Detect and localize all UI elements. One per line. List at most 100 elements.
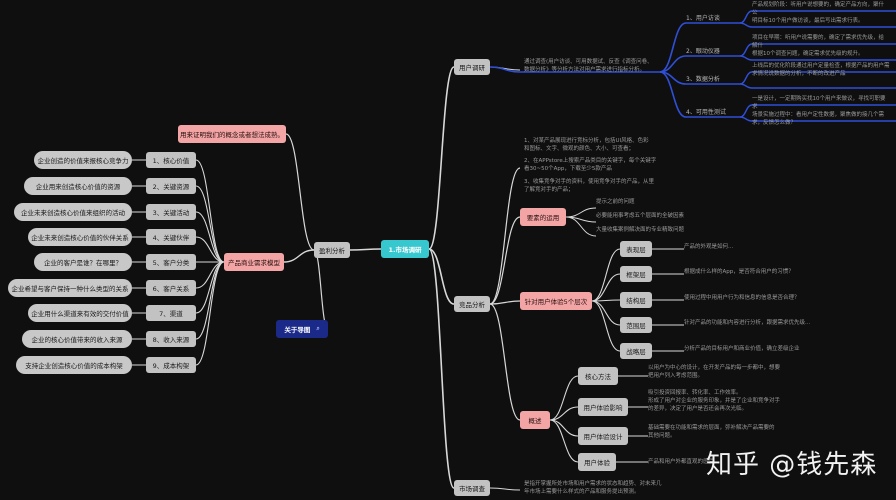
- model-item-2[interactable]: 2、关键资源: [146, 178, 196, 194]
- user-research-item-4-text: 一是设计，一定期购买找10个用户来做议，寻找可职要: [752, 96, 886, 102]
- model-to-item: [195, 261, 225, 340]
- five-levels-node[interactable]: 针对用户体验5个层次: [520, 292, 592, 310]
- user-research-item-1[interactable]: 1、用户访谈: [686, 15, 720, 22]
- model-item-3[interactable]: 3、关键活动: [146, 204, 196, 220]
- model-note-node[interactable]: 用来证明我们的概念或者想法成熟。: [178, 125, 286, 143]
- ux-level-desc-1: 产品的外观是如何...: [684, 244, 734, 250]
- model-item-9[interactable]: 9、成本构架: [146, 357, 196, 373]
- model-item-8[interactable]: 8、收入来源: [146, 331, 196, 347]
- ux-level-2[interactable]: 框架层: [620, 266, 652, 282]
- ur-sub-b: [739, 83, 753, 89]
- market-desc-1: 是指开掌握所处市场和用户需求的状态和趋势、对未来几: [524, 481, 662, 487]
- competitor-note-line: 3、收集竞争对手的资料，使用竞争对手的产品，从里: [524, 179, 655, 185]
- model-item-desc-1[interactable]: 企业创造的价值来报核心竞争力: [34, 151, 132, 169]
- overview-item-2-text: 的差异，决定了用户是否还会再次光临。: [648, 406, 748, 412]
- ux-level-5[interactable]: 战略层: [620, 343, 652, 359]
- model-item-desc-7[interactable]: 企业用什么渠道来有效的交付价值: [28, 304, 132, 322]
- ur-sub-a: [739, 10, 753, 24]
- model-item-desc-8[interactable]: 企业的核心价值带来的收入来源: [22, 330, 132, 348]
- about-map-label: 关于导图: [284, 326, 311, 334]
- five-to-level: [591, 248, 621, 302]
- user-research-item-1-text: 明目标10个用户做访谈，最后写出需求行表。: [752, 18, 864, 24]
- overview-node[interactable]: 概述: [520, 411, 550, 429]
- model-item-desc-6[interactable]: 企业希望与客户保持一种什么类型的关系: [8, 279, 132, 297]
- user-research-item-3[interactable]: 3、数据分析: [686, 76, 720, 83]
- user-research-item-4-text: 求: [752, 104, 758, 110]
- model-item-1[interactable]: 1、核心价值: [146, 152, 196, 168]
- zhihu-watermark: 知乎 @钱先森: [706, 450, 878, 480]
- model-to-item: [195, 211, 225, 263]
- model-item-7[interactable]: 7、渠道: [146, 305, 196, 321]
- comp-to-five: [489, 300, 521, 305]
- ux-level-1[interactable]: 表现层: [620, 241, 652, 257]
- purpose-node[interactable]: 要素的运用: [520, 208, 566, 226]
- root-to-market: [428, 248, 455, 489]
- user-research-desc-2: 数据分析》等分析方法对用户需求进行指标分析。: [524, 67, 646, 73]
- purpose-item: 大量收集案例解决面的专业精致问题: [596, 227, 685, 233]
- user-research-item-4-text: 场景实施过程中：看用户定性数据，聚焦做的接几个需: [752, 112, 885, 118]
- market-desc-2: 年市场上需要什么样式的产品和服务提出预测。: [524, 489, 640, 495]
- model-item-desc-2[interactable]: 企业用来创造核心价值的资源: [24, 177, 132, 195]
- user-research-item-2[interactable]: 2、眼动仪器: [686, 48, 720, 55]
- comp-to-purpose: [489, 216, 521, 305]
- comp-to-notes: [489, 167, 521, 305]
- model-item-desc-3[interactable]: 企业未来创造核心价值来组织的活动: [14, 203, 132, 221]
- five-to-level: [591, 273, 621, 302]
- root-node[interactable]: 1.市场调研: [381, 240, 429, 258]
- user-research-item-4-text: 求，反馈怎么做？: [752, 120, 797, 126]
- root-to-competitor: [428, 248, 455, 305]
- about-map-node[interactable]: 关于导图⌕: [276, 320, 328, 338]
- overview-item-2[interactable]: 用户体验影响: [578, 398, 628, 416]
- profit-to-about: [313, 249, 329, 330]
- user-research-item-1-text: 公: [752, 10, 758, 16]
- overview-item-2-text: 形成了用户对企业的服务印象，并是了企业和竞争对手: [648, 398, 781, 404]
- model-to-item: [195, 261, 225, 366]
- overview-branch: [549, 406, 579, 421]
- model-item-6[interactable]: 6、客户关系: [146, 280, 196, 296]
- profit-analysis-node[interactable]: 盈利分析: [314, 242, 350, 258]
- business-model-node[interactable]: 产品商业需求模型: [224, 253, 284, 271]
- overview-item-1[interactable]: 核心方法: [578, 367, 618, 385]
- competitor-note-line: 2、在APPstore上搜索产品类目的关键字，每个关键字: [524, 158, 657, 164]
- root-to-profit: [349, 248, 382, 251]
- ux-level-3[interactable]: 结构层: [620, 292, 652, 308]
- model-item-desc-4[interactable]: 企业未来创造核心价值的伙伴关系: [28, 228, 132, 246]
- market-survey-node[interactable]: 市场调查: [454, 480, 490, 496]
- user-research-item-3-text: 上线后的优化阶段通过用户定量检查，根据产品的用户需: [752, 63, 890, 69]
- model-item-5[interactable]: 5、客户分类: [146, 254, 196, 270]
- overview-item-1-text: 以用户为中心的设计，在开发产品的每一步都中，想要: [648, 365, 781, 371]
- competitor-note-line: 了解竞对手的产品；: [524, 187, 574, 193]
- user-research-item-4[interactable]: 4、可用性测试: [686, 109, 726, 116]
- ux-level-desc-3: 使用过程中用用户行为和信息的信息是否合理？: [684, 295, 800, 301]
- ux-level-desc-5: 分析产品的目标用户和商业价值，确立差级企业: [684, 346, 800, 352]
- ux-level-4[interactable]: 范围层: [620, 317, 652, 333]
- user-research-item-2-text: 根据10个调查问题，确定需求优先级的规升。: [752, 51, 864, 57]
- competitor-note-line: 看30~50个App，下载至少5款产品: [524, 166, 612, 172]
- purpose-branch: [565, 207, 597, 218]
- purpose-branch: [565, 216, 597, 237]
- five-to-level: [591, 300, 621, 352]
- competitor-analysis-node[interactable]: 竞品分析: [454, 296, 490, 312]
- overview-item-4[interactable]: 用户体验: [578, 453, 616, 471]
- ur-branch: [659, 71, 687, 118]
- model-item-desc-5[interactable]: 企业的客户是谁？在哪里？: [34, 253, 132, 271]
- purpose-item: 必要能用事考虑五个层面的全破因素: [596, 213, 685, 219]
- ur-sub-a: [739, 104, 753, 118]
- profit-to-model: [283, 249, 315, 263]
- model-item-desc-9[interactable]: 支持企业创造核心价值的成本构架: [16, 356, 132, 374]
- overview-item-1-text: 把用户列入考虑范围。: [648, 373, 704, 379]
- model-to-item: [195, 159, 225, 263]
- ur-sub-b: [739, 22, 753, 28]
- user-research-item-2-text: 项目在早期：听用户说需要的，确定了需求优先级，给: [752, 35, 885, 41]
- ur-sub-b: [739, 55, 753, 61]
- user-research-item-1-text: 产品规划阶段：听用户说想要的，确定产品方向，聚什: [752, 2, 885, 8]
- ur-sub-b: [739, 116, 753, 122]
- model-item-4[interactable]: 4、关键伙伴: [146, 229, 196, 245]
- competitor-note-line: 和图标、文字、微观的颜色、大小、可查看；: [524, 146, 635, 152]
- user-research-node[interactable]: 用户调研: [454, 59, 490, 75]
- purpose-item: 提示之前的问题: [596, 199, 635, 205]
- overview-item-3[interactable]: 用户体验设计: [578, 427, 628, 445]
- ux-level-desc-4: 针对产品的功能和内容进行分析，跟据需求优先级...: [684, 320, 811, 326]
- overview-item-4-text: 产品和用户外都直观的感受: [648, 459, 715, 465]
